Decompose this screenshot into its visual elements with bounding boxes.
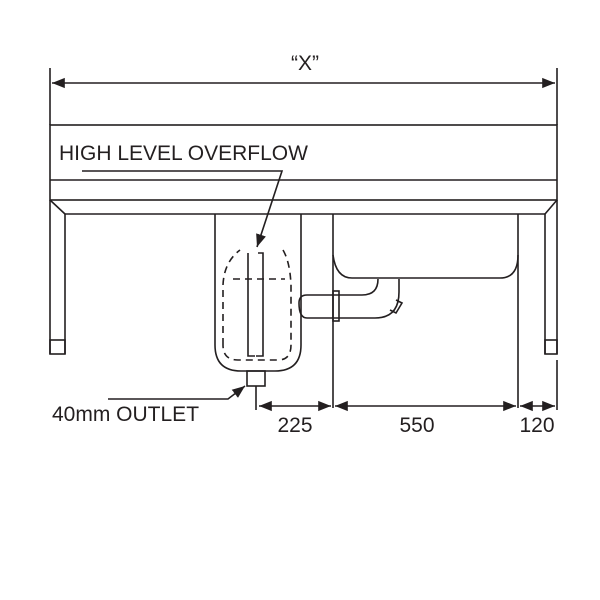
outlet-leader [108, 385, 246, 400]
outlet-pipe [246, 370, 266, 387]
bench-top [49, 124, 558, 215]
outlet-label: 40mm OUTLET [52, 403, 199, 426]
overall-dimension: “X” [49, 52, 558, 125]
dimension-120: 120 [519, 414, 554, 437]
left-leg [49, 200, 66, 355]
overflow-label: HIGH LEVEL OVERFLOW [59, 142, 308, 165]
main-sink [298, 214, 519, 408]
right-leg [544, 200, 558, 355]
overflow-bowl [214, 214, 302, 387]
dimension-225: 225 [277, 414, 312, 437]
bottom-dimensions: 225 550 120 [255, 360, 558, 437]
overflow-leader [82, 170, 284, 248]
dimension-550: 550 [399, 414, 434, 437]
overall-width-label: “X” [291, 52, 319, 75]
